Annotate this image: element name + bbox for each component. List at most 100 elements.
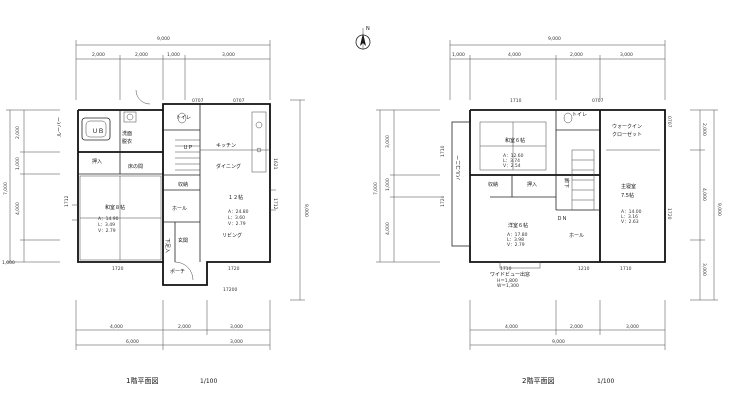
f1-up: ＵＰ [183, 145, 193, 151]
f2-window-3: 1710 [500, 266, 512, 272]
f1-living: リビング [222, 232, 242, 239]
f1-bottom-total: 6,000 [126, 339, 139, 345]
f1-kitchen: キッチン [216, 143, 236, 149]
floor1-labels: 9,000 2,000 2,000 1,000 3,000 4,000 2,00… [2, 36, 309, 385]
f1-left-dim-1: 2,000 [15, 126, 21, 139]
f2-study: 洋室６帖 [508, 222, 528, 229]
f2-bottom-dim-1: 4,000 [505, 324, 518, 330]
f2-study-a: A：17.80 [507, 232, 528, 238]
f1-washitsu-l: L：3.49 [98, 222, 115, 228]
f1-top-dim-2: 2,000 [135, 52, 148, 58]
f1-wash: 洗面 [122, 130, 132, 137]
north-label: N [366, 26, 370, 32]
f1-bottom-dim-2: 2,000 [178, 324, 191, 330]
f1-ub: ＵＢ [92, 128, 104, 135]
f1-top-total: 9,000 [157, 36, 170, 42]
f2-hall: ホール [569, 233, 584, 239]
f2-balcony: バルコニー [456, 155, 462, 180]
f2-left-dim-2: 1,000 [385, 178, 391, 191]
f1-tokonoma: 床の間 [128, 163, 143, 170]
f1-bottom-dim-3: 3,000 [230, 324, 243, 330]
f2-right-dim-1: 2,000 [701, 123, 707, 136]
f1-porch: ポーチ [170, 268, 185, 275]
f1-left-total: 7,000 [3, 182, 9, 195]
f1-ldk-v: V：2.79 [228, 221, 246, 227]
f2-right-dim-2: 4,000 [701, 188, 707, 201]
f1-dining: ダイニング [216, 163, 241, 170]
f2-window-4: 1210 [578, 266, 590, 272]
f1-washitsu-a: A：14.90 [98, 216, 119, 222]
f1-washitsu: 和室８帖 [105, 204, 125, 211]
f2-master-v: V：2.63 [621, 219, 639, 225]
f1-window-1: 0707 [192, 98, 204, 104]
f2-bottom-dim-2: 2,000 [570, 324, 583, 330]
f2-top-dim-4: 3,000 [620, 52, 633, 58]
f2-master-l: L：3.16 [621, 214, 638, 220]
f1-caption: 1階平面図 [126, 376, 158, 385]
f1-ldk-a: A：24.80 [228, 209, 249, 215]
f1-hall: ホール [172, 206, 187, 212]
f2-dn: ＤＮ [557, 216, 567, 222]
f1-datsui: 脱衣 [122, 138, 132, 145]
f1-top-dim-1: 2,000 [92, 52, 105, 58]
f1-right-total: 9,000 [303, 204, 309, 217]
f2-master: 主寝室 [621, 183, 636, 190]
f1-entrance: 玄関 [178, 237, 188, 244]
f1-fridge-code: 1621 [272, 158, 278, 170]
f1-window-6: 1720 [228, 266, 240, 272]
north-arrow-icon [355, 28, 371, 50]
f2-window-8: 0707 [666, 116, 672, 128]
f2-wide-view: ワイドビュー出窓 [490, 271, 530, 278]
f2-walkin-2: クローゼット [612, 131, 642, 138]
f2-master-a: A：14.00 [621, 209, 642, 215]
f2-left-total: 7,000 [373, 182, 379, 195]
f2-top-total: 9,000 [548, 36, 561, 42]
f2-window-6: 1720 [440, 195, 446, 207]
f1-left-dim-2: 1,000 [15, 157, 21, 170]
f2-left-dim-1: 3,000 [385, 135, 391, 148]
f1-scale: 1/100 [200, 378, 217, 385]
f1-washitsu-v: V：2.79 [98, 228, 116, 234]
f1-left-dim-4: 1,000 [2, 260, 15, 266]
f2-right-total: 9,000 [716, 203, 722, 216]
f2-storage: 収納 [488, 181, 498, 188]
f1-window-3: 1712 [64, 195, 70, 207]
f1-window-5: 1720 [112, 266, 124, 272]
f2-toilet: トイレ [572, 112, 587, 118]
f1-bottom-total-right: 3,000 [230, 339, 243, 345]
f2-washitsu6: 和室６帖 [505, 137, 525, 144]
f2-window-5: 1710 [620, 266, 632, 272]
f2-window-2: 0707 [592, 98, 604, 104]
f2-bottom-dim-3: 3,000 [626, 324, 639, 330]
f2-top-dim-2: 4,000 [508, 52, 521, 58]
f1-getabako: 下足入 [164, 238, 170, 253]
f2-roka: 廊下 [563, 178, 570, 188]
f2-window-1: 1710 [510, 98, 522, 104]
f2-window-7: 1720 [666, 208, 672, 220]
f2-study-l: L：3.98 [507, 237, 524, 243]
f1-top-dim-4: 3,000 [222, 52, 235, 58]
f1-window-2: 0707 [233, 98, 245, 104]
f1-ldk-size: １２帖 [228, 194, 243, 201]
f2-window-9: 1710 [440, 145, 446, 157]
f2-washitsu6-v: V：2.54 [503, 163, 521, 169]
f1-window-4: 1712 [272, 198, 278, 210]
f1-ldk-l: L：3.60 [228, 215, 245, 221]
f1-window-low: 17200 [223, 287, 237, 293]
f2-oshiire: 押入 [527, 181, 537, 188]
f1-storage: 収納 [178, 181, 188, 188]
f1-left-dim-3: 4,000 [15, 202, 21, 215]
f2-left-dim-3: 4,000 [385, 222, 391, 235]
f1-louver: ルーバー [57, 117, 63, 137]
f2-bottom-total: 9,000 [552, 339, 565, 345]
f1-toilet: トイレ [176, 115, 191, 121]
f2-walkin-1: ウォークイン [612, 123, 642, 130]
f1-bottom-dim-1: 4,000 [110, 324, 123, 330]
floor2-labels: 9,000 1,000 4,000 2,000 3,000 4,000 2,00… [373, 36, 722, 385]
f2-top-dim-1: 1,000 [452, 52, 465, 58]
f2-wide-view-w: W＝1,300 [497, 283, 519, 289]
f2-master-size: 7.5帖 [621, 192, 634, 199]
f2-caption: 2階平面図 [522, 376, 554, 385]
f2-washitsu6-l: L：3.74 [503, 158, 520, 164]
